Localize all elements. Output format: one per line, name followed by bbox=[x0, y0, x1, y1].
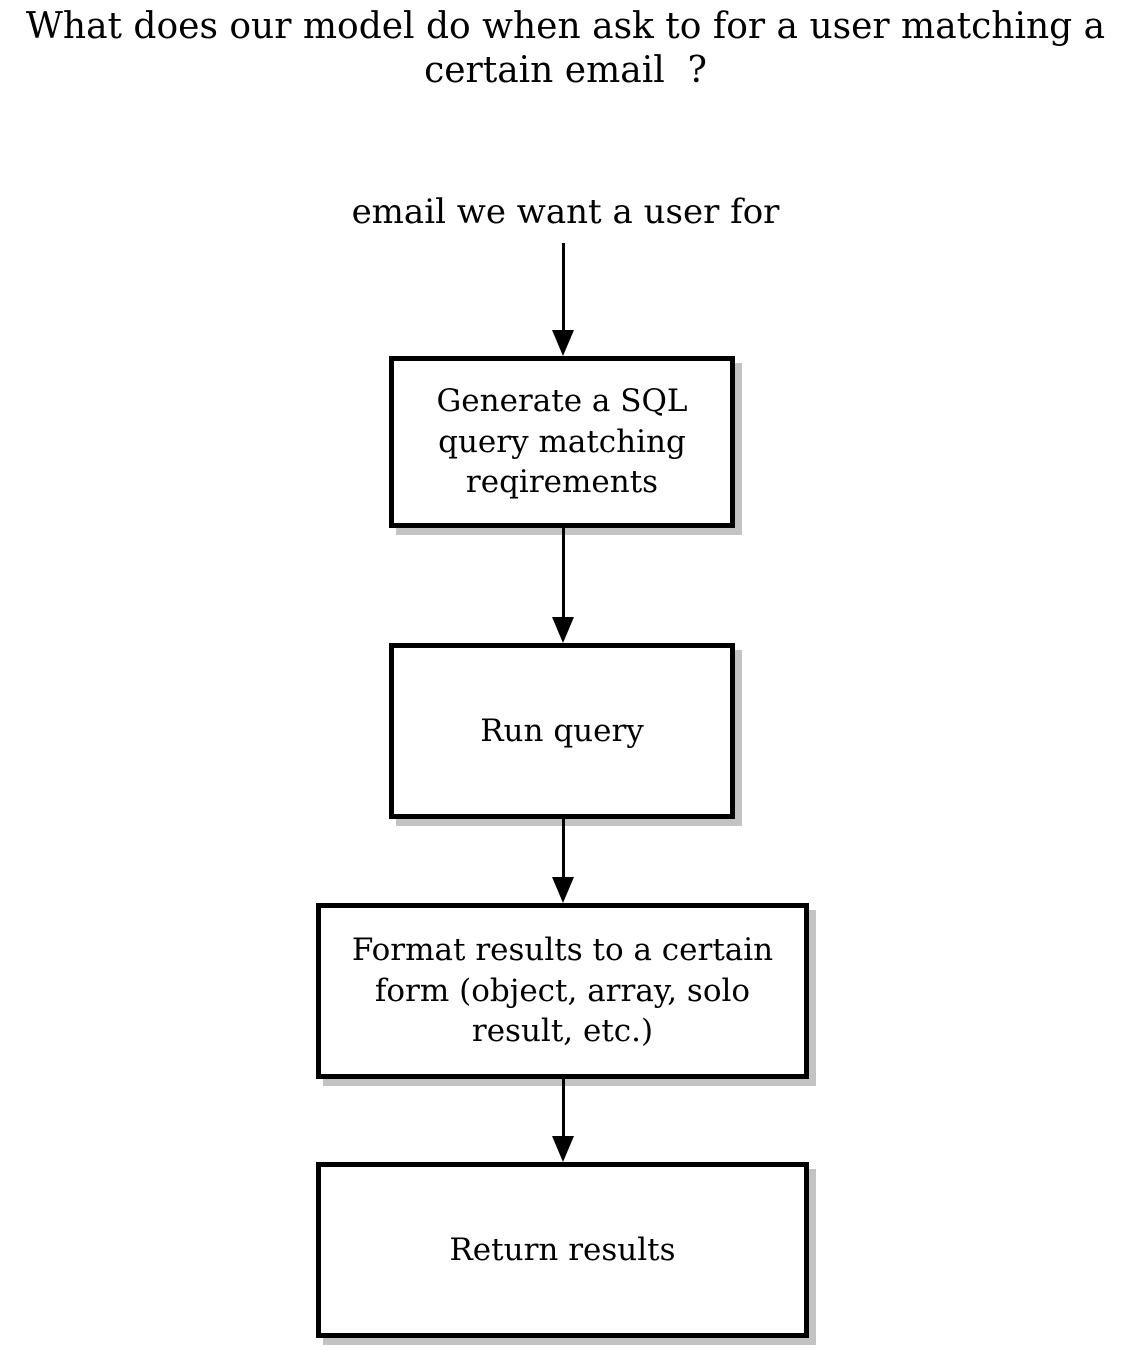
diagram-title: What does our model do when ask to for a… bbox=[25, 6, 1106, 91]
arrow-down-icon bbox=[552, 330, 574, 356]
arrow-shaft bbox=[561, 1078, 565, 1140]
flow-step-run-query: Run query bbox=[389, 643, 735, 819]
arrow-shaft bbox=[561, 819, 565, 881]
flow-arrow-run-to-format bbox=[551, 819, 575, 903]
flow-step-label: Return results bbox=[449, 1231, 676, 1268]
flow-step-generate-sql-query: Generate a SQL query matching reqirement… bbox=[389, 356, 735, 528]
arrow-down-icon bbox=[552, 617, 574, 643]
flow-step-format-results: Format results to a certain form (object… bbox=[316, 903, 809, 1079]
flow-arrow-generate-to-run bbox=[551, 528, 575, 643]
flow-step-label: Format results to a certain form (object… bbox=[351, 931, 774, 1050]
flow-arrow-input-to-generate bbox=[551, 243, 575, 356]
flow-step-return-results: Return results bbox=[316, 1162, 809, 1338]
flow-step-label: Generate a SQL query matching reqirement… bbox=[436, 382, 688, 501]
arrow-down-icon bbox=[552, 877, 574, 903]
flow-arrow-format-to-return bbox=[551, 1078, 575, 1162]
flow-input-label: email we want a user for bbox=[351, 192, 780, 232]
arrow-shaft bbox=[561, 243, 565, 334]
arrow-down-icon bbox=[552, 1136, 574, 1162]
arrow-shaft bbox=[561, 528, 565, 621]
flow-step-label: Run query bbox=[480, 712, 644, 749]
